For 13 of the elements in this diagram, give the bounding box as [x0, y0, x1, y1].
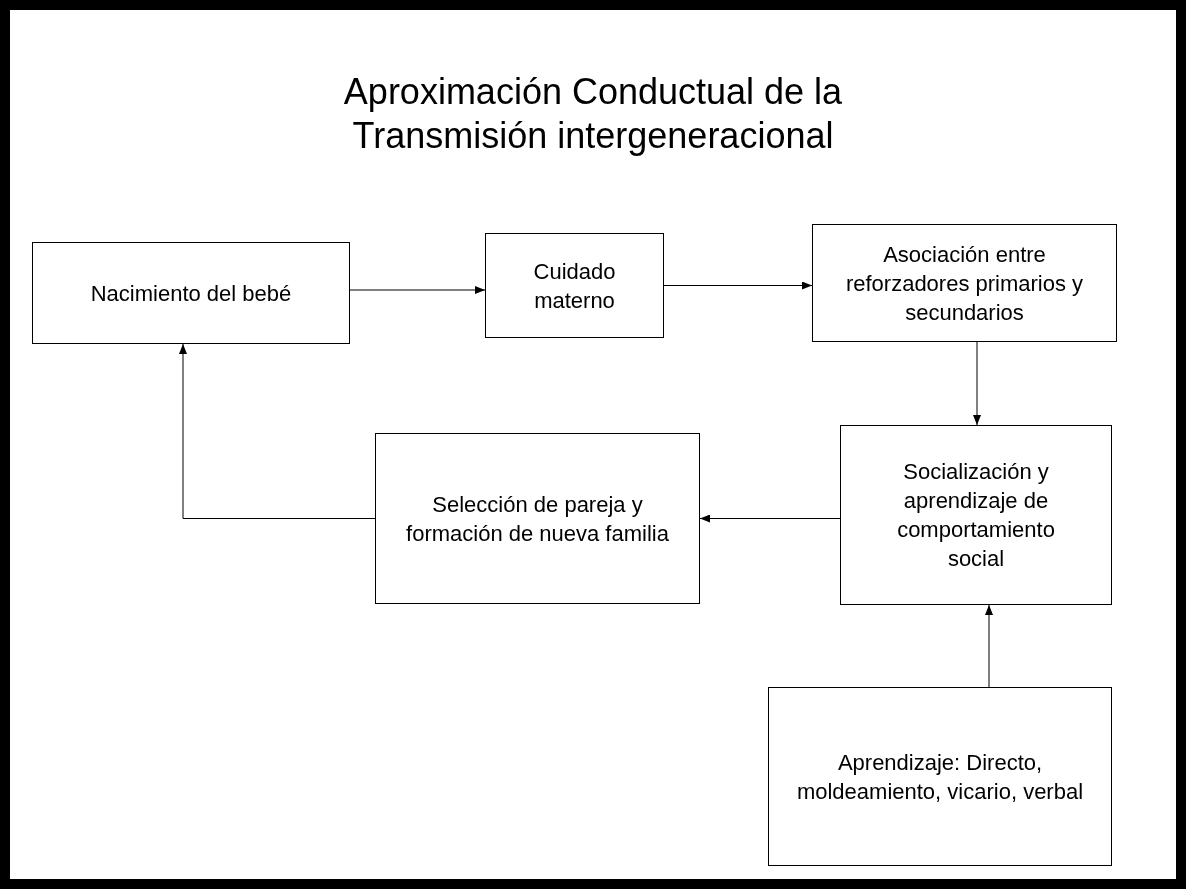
process-box: Nacimiento del bebé	[32, 242, 350, 344]
arrow	[179, 343, 376, 519]
arrow	[699, 514, 841, 523]
arrow	[973, 341, 981, 426]
arrow	[985, 604, 993, 688]
process-box: Aprendizaje: Directo, moldeamiento, vicario, verbal	[768, 687, 1112, 866]
process-box: Cuidado materno	[485, 233, 664, 338]
process-box: Socialización y aprendizaje de comportamiento social	[840, 425, 1112, 605]
arrow	[349, 286, 486, 294]
arrow	[663, 281, 813, 290]
process-box: Selección de pareja y formación de nueva familia	[375, 433, 700, 604]
title: Aproximación Conductual de la Transmisión intergeneracional	[342, 70, 844, 158]
process-box: Asociación entre reforzadores primarios y secundarios	[812, 224, 1117, 342]
